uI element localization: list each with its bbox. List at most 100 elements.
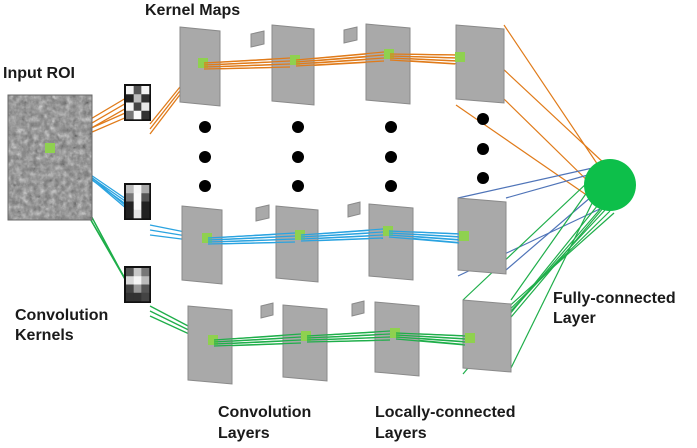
middle-small-map-2 bbox=[347, 201, 361, 218]
ellipsis-dot-col4-3 bbox=[477, 172, 489, 184]
kernel-blue-cell bbox=[133, 185, 142, 194]
kernel-orange-cell bbox=[141, 94, 150, 103]
green-fan-to-node-line bbox=[495, 212, 615, 319]
convolution-kernels-label-line1: Convolution bbox=[15, 307, 109, 324]
kernel-orange-cell bbox=[133, 94, 142, 103]
middle-patch-3 bbox=[383, 226, 393, 236]
middle-map-4 bbox=[457, 197, 507, 275]
kernel-green-cell bbox=[141, 284, 150, 294]
kernel-blue-cell bbox=[141, 185, 150, 194]
ellipsis-dot-col2-3 bbox=[292, 180, 304, 192]
bottom-map-link-line bbox=[395, 332, 466, 337]
kernel-green-cell bbox=[141, 276, 150, 285]
bottom-map-link-line bbox=[213, 336, 302, 343]
middle-map-link-line bbox=[300, 228, 384, 236]
middle-map-link-line bbox=[300, 237, 384, 242]
bottom-map-link-line bbox=[306, 339, 391, 343]
fully-connected-node bbox=[584, 159, 636, 211]
bottom-map-link-line bbox=[213, 333, 302, 341]
input-roi-patch bbox=[45, 143, 55, 153]
top-map-link-line bbox=[389, 59, 456, 65]
bottom-map-link-line bbox=[213, 339, 302, 345]
kernel-blue-cell bbox=[126, 185, 134, 194]
top-map-link-line bbox=[295, 54, 385, 63]
kernel-orange-cell bbox=[141, 110, 150, 120]
bottom-patch-2 bbox=[301, 331, 311, 341]
kernel-green-cell bbox=[126, 292, 134, 302]
top-patch-2 bbox=[290, 55, 300, 65]
kernel-green-cell bbox=[141, 268, 150, 277]
layer-shapes bbox=[7, 23, 636, 385]
kernel-green-cell bbox=[141, 292, 150, 302]
middle-map-link-line bbox=[300, 234, 384, 240]
ellipsis-dot-col4-2 bbox=[477, 143, 489, 155]
middle-map-link-line bbox=[388, 230, 460, 235]
input-roi-border bbox=[7, 94, 93, 221]
kernel-blue-cell bbox=[126, 201, 134, 211]
bottom-map-link-line bbox=[306, 333, 391, 339]
middle-small-map-1 bbox=[255, 204, 270, 222]
bottom-map-link-line bbox=[306, 336, 391, 341]
kernel-orange-cell bbox=[141, 86, 150, 95]
convolution-layers-label-line1: Convolution bbox=[218, 404, 312, 421]
kernel-blue-cell bbox=[133, 193, 142, 202]
convolution-kernels-label-line2: Kernels bbox=[15, 327, 74, 344]
top-map-link-line bbox=[389, 53, 456, 56]
kernel-blue-cell bbox=[141, 193, 150, 202]
bottom-map-link-line bbox=[395, 334, 466, 340]
bottom-map-link-line bbox=[395, 338, 466, 346]
kernel-green-cell bbox=[133, 268, 142, 277]
middle-to-node-line bbox=[457, 164, 607, 199]
top-map-link-line bbox=[203, 66, 291, 70]
bottom-map-link-line bbox=[395, 336, 466, 343]
top-map-link-line bbox=[389, 57, 456, 62]
ellipsis-dot-col1-2 bbox=[199, 151, 211, 163]
ellipsis-dot-col1-3 bbox=[199, 180, 211, 192]
top-to-node-line bbox=[503, 98, 599, 192]
top-map-link-line bbox=[203, 60, 291, 66]
top-map-4 bbox=[455, 24, 505, 104]
bottom-patch-4 bbox=[465, 333, 475, 343]
bottom-patch-3 bbox=[390, 328, 400, 338]
top-patch-3 bbox=[384, 49, 394, 59]
middle-map-3 bbox=[368, 203, 414, 281]
top-map-3 bbox=[365, 23, 411, 105]
kernel-orange-cell bbox=[133, 86, 142, 95]
middle-map-1 bbox=[181, 205, 223, 285]
ellipsis-dot-col3-3 bbox=[385, 180, 397, 192]
top-map-link-line bbox=[203, 57, 291, 64]
bottom-map-link-line bbox=[306, 330, 391, 337]
middle-patch-2 bbox=[295, 230, 305, 240]
middle-map-link-line bbox=[207, 235, 296, 241]
locally-connected-label-line2: Layers bbox=[375, 425, 427, 442]
kernel-orange-cell bbox=[126, 86, 134, 95]
top-map-link-line bbox=[295, 51, 385, 61]
kernel-green-cell bbox=[133, 276, 142, 285]
top-patch-4 bbox=[455, 52, 465, 62]
middle-map-link-line bbox=[207, 232, 296, 239]
ellipsis-dot-col4-1 bbox=[477, 113, 489, 125]
kernel-orange-cell bbox=[133, 102, 142, 112]
top-map-link-line bbox=[203, 63, 291, 68]
top-small-map-2 bbox=[343, 26, 358, 44]
bottom-small-map-1 bbox=[260, 302, 274, 319]
top-map-link-line bbox=[295, 60, 385, 67]
kernel-orange-cell bbox=[141, 102, 150, 112]
top-patch-1 bbox=[198, 58, 208, 68]
bottom-small-map-2 bbox=[351, 300, 365, 317]
input-roi-image bbox=[8, 95, 92, 220]
kernel-green-cell bbox=[126, 284, 134, 294]
kernel-maps-label: Kernel Maps bbox=[145, 2, 241, 19]
bottom-map-2 bbox=[282, 304, 328, 382]
bottom-map-link-line bbox=[213, 342, 302, 347]
kernel-green-cell bbox=[133, 284, 142, 294]
middle-map-link-line bbox=[207, 238, 296, 243]
fully-connected-label-line2: Layer bbox=[553, 310, 596, 327]
kernel-blue-cell bbox=[141, 201, 150, 211]
middle-map-link-line bbox=[207, 241, 296, 245]
kernel-orange-cell bbox=[126, 102, 134, 112]
kernel-blue-cell bbox=[141, 209, 150, 219]
ellipsis-dot-col3-2 bbox=[385, 151, 397, 163]
middle-map-link-line bbox=[300, 231, 384, 238]
